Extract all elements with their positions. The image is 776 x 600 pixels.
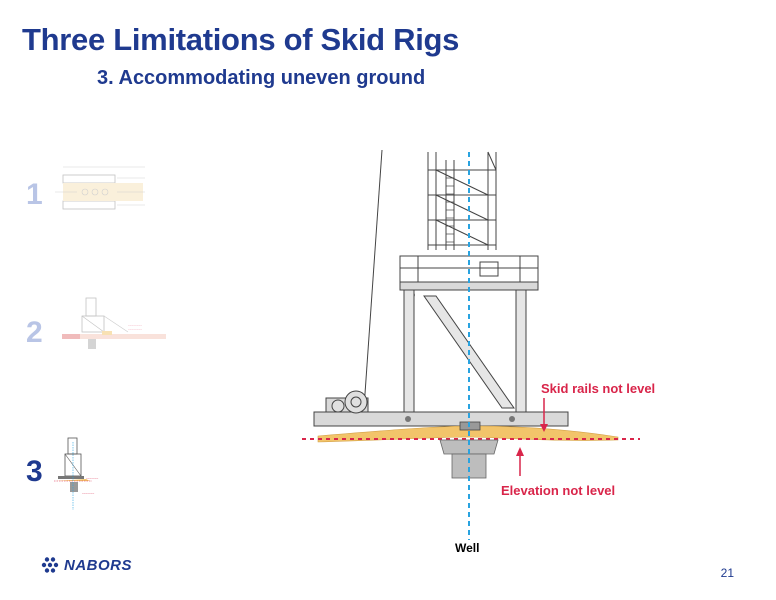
thumbnail-number-2: 2 <box>26 316 43 349</box>
thumbnail-1-image <box>55 166 145 210</box>
callout-skid-rails: Skid rails not level <box>541 381 656 396</box>
svg-text:~~~~~~~: ~~~~~~~ <box>82 491 95 495</box>
nabors-logo-icon <box>41 557 59 573</box>
svg-text:~~~~~~~~: ~~~~~~~~ <box>128 327 142 331</box>
nabors-logo: NABORS <box>40 555 132 575</box>
svg-text:~~~~~~~~: ~~~~~~~~ <box>128 323 142 327</box>
slide-subtitle: 3. Accommodating uneven ground <box>97 67 426 89</box>
page-number: 21 <box>720 566 734 580</box>
callout-elevation: Elevation not level <box>501 483 616 498</box>
well-label: Well <box>455 541 480 555</box>
thumbnail-2-image: ~~~~~~~~ ~~~~~~~~ <box>62 297 166 349</box>
logo-text: NABORS <box>64 556 133 574</box>
thumbnail-number-1: 1 <box>26 178 43 211</box>
slide-title: Three Limitations of Skid Rigs <box>22 22 460 57</box>
thumbnail-3-image: ~~~~~~~ ~~~~~~~ <box>54 437 99 510</box>
svg-text:~~~~~~~: ~~~~~~~ <box>86 476 99 480</box>
thumbnail-number-3: 3 <box>26 455 43 488</box>
skid-rig-diagram <box>302 149 640 540</box>
